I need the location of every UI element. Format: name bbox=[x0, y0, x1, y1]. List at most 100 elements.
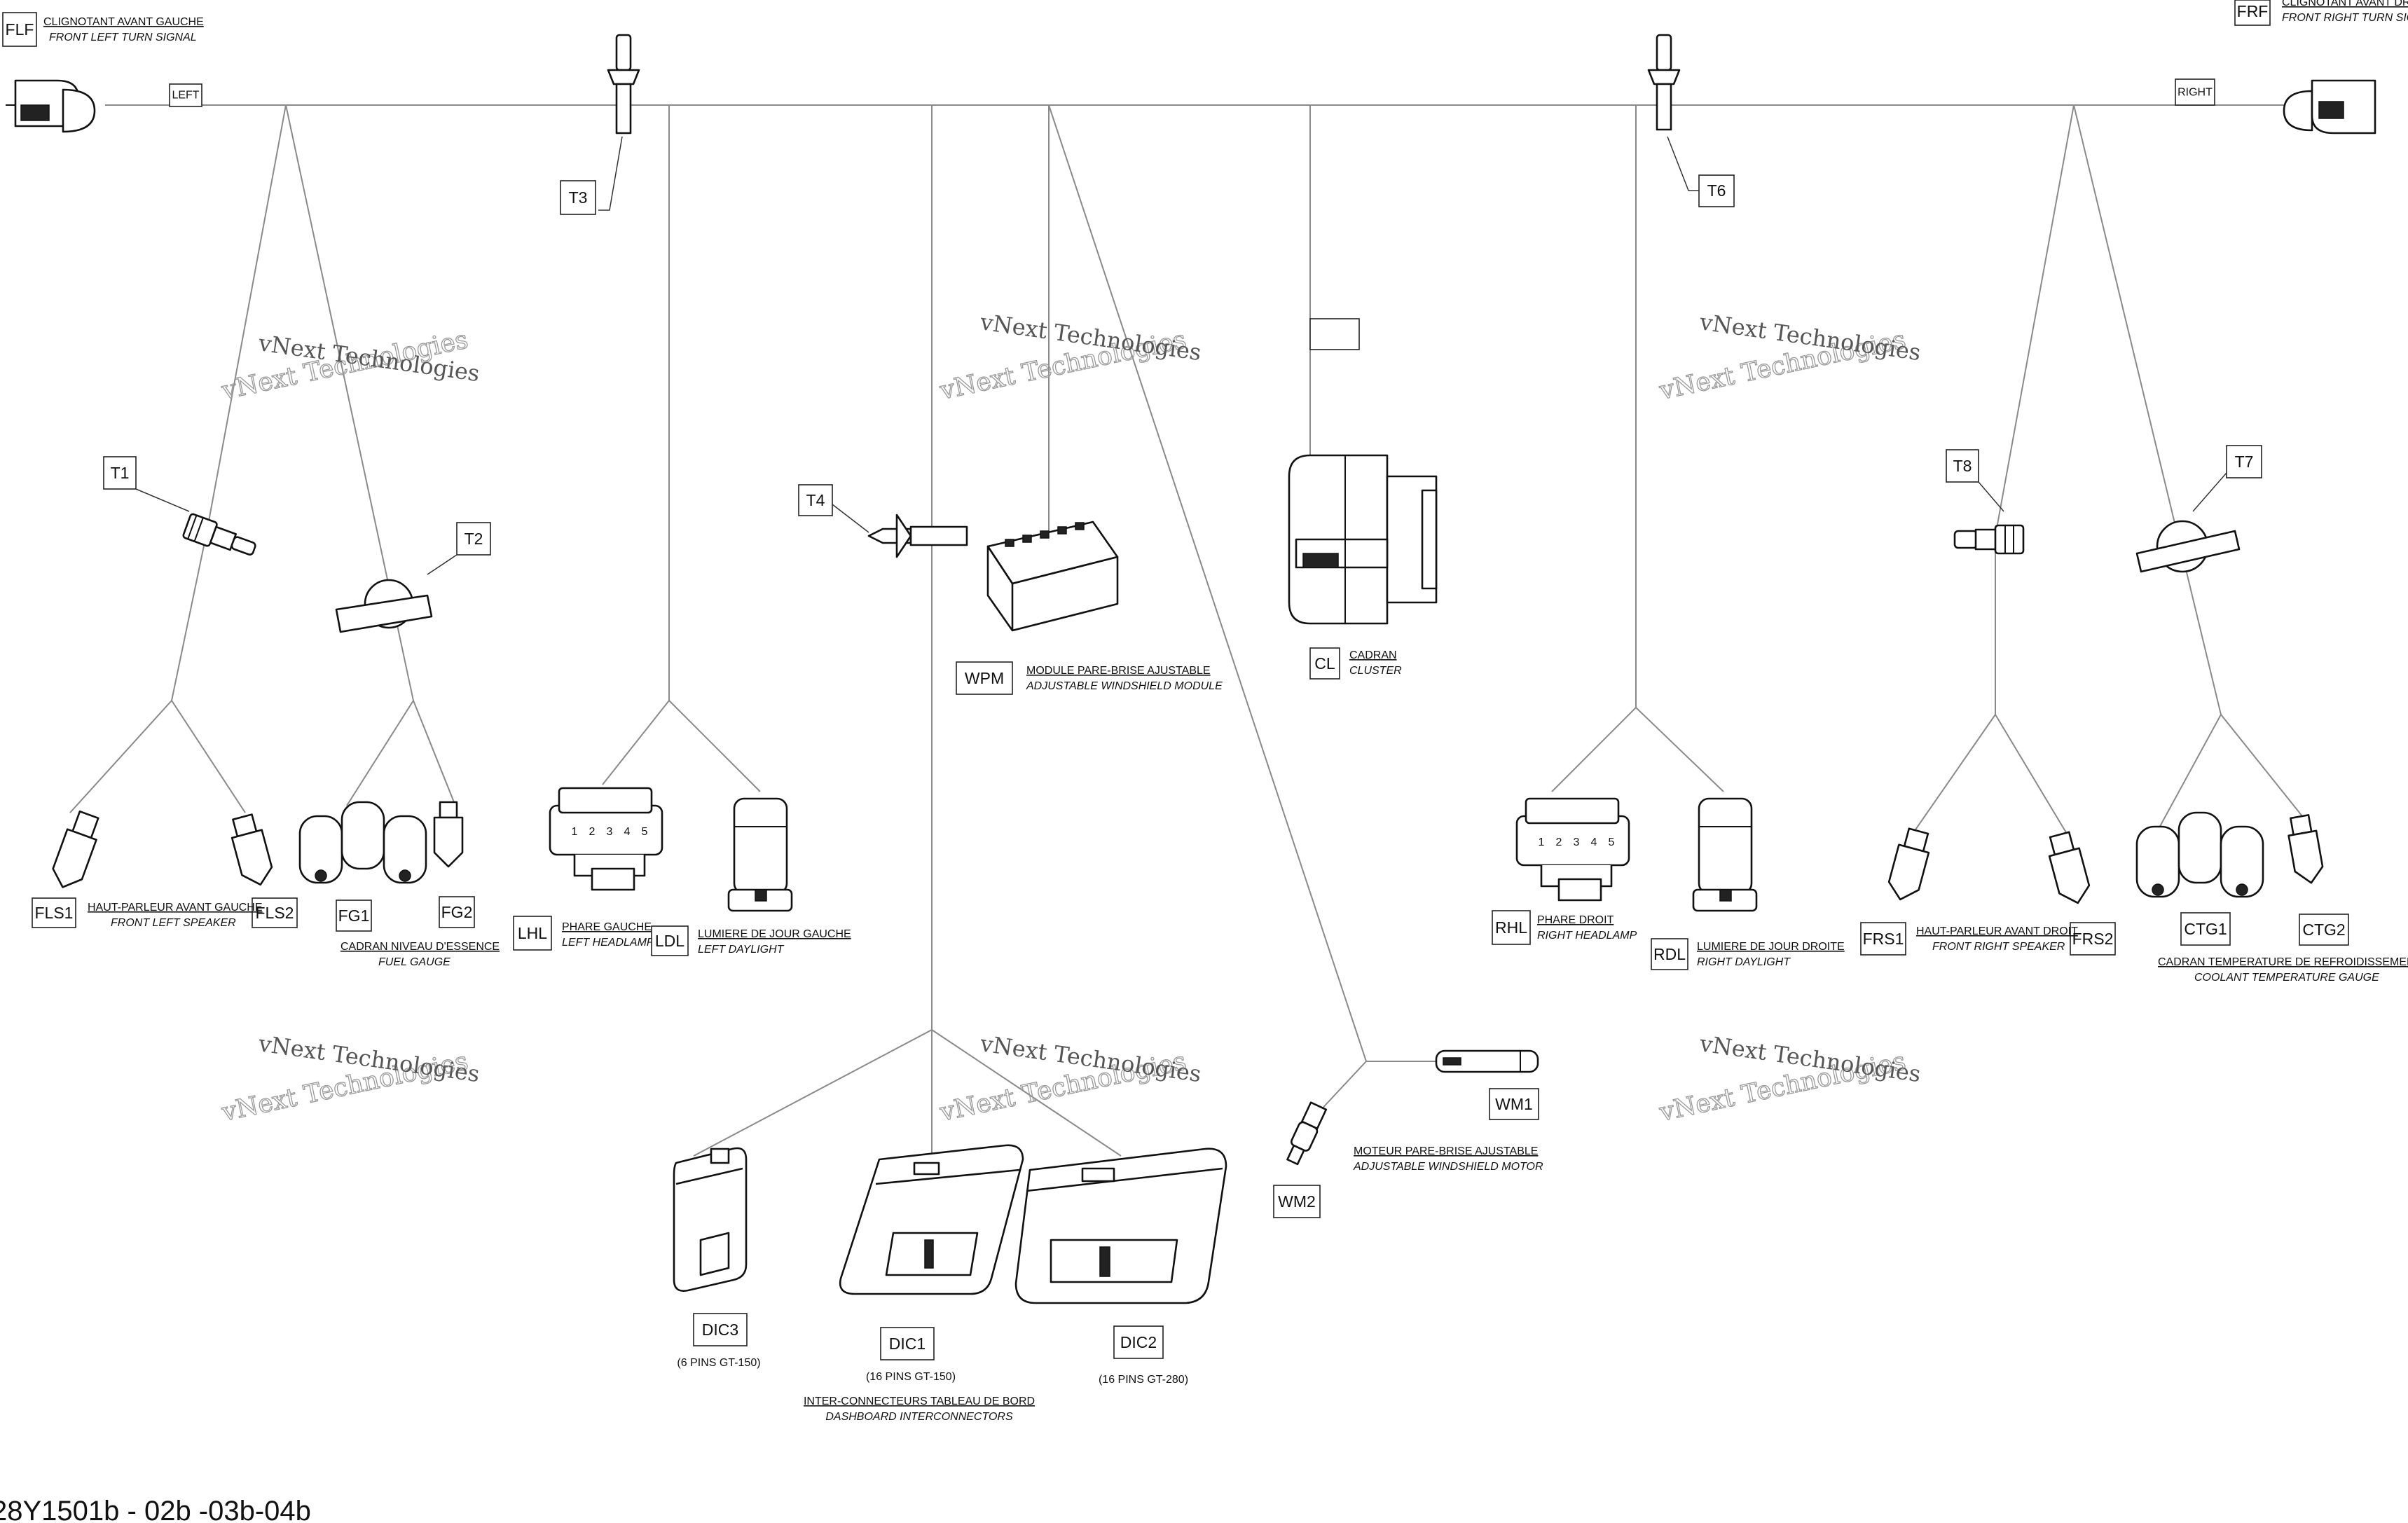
svg-text:4: 4 bbox=[624, 826, 631, 838]
butt-splice-icon bbox=[182, 513, 256, 556]
caption-FG: CADRAN NIVEAU D'ESSENCE FUEL GAUGE bbox=[340, 941, 500, 968]
svg-text:FRONT RIGHT TURN SIGNAL: FRONT RIGHT TURN SIGNAL bbox=[2282, 12, 2408, 24]
module-connector-icon bbox=[986, 521, 1119, 632]
terminal-T8[interactable]: T8 bbox=[1946, 449, 2025, 555]
ring-terminal-icon bbox=[867, 514, 968, 558]
svg-text:DIC1: DIC1 bbox=[889, 1335, 926, 1353]
watermarks: vNext Technologies vNext Technologies vN… bbox=[219, 308, 1922, 1128]
svg-text:CADRAN: CADRAN bbox=[1349, 649, 1397, 661]
svg-text:T4: T4 bbox=[806, 491, 825, 509]
headlamp-connector-icon: 1 2 3 4 5 bbox=[1515, 797, 1630, 902]
terminal-T4[interactable]: T4 bbox=[798, 484, 968, 558]
svg-text:WM2: WM2 bbox=[1278, 1192, 1316, 1211]
pin-labels: 1 2 3 4 5 bbox=[1539, 836, 1615, 848]
svg-text:MODULE PARE-BRISE AJUSTABLE: MODULE PARE-BRISE AJUSTABLE bbox=[1026, 665, 1211, 677]
motor-terminal-icon bbox=[1435, 1049, 1539, 1073]
svg-text:CADRAN NIVEAU D'ESSENCE: CADRAN NIVEAU D'ESSENCE bbox=[340, 941, 500, 953]
svg-text:FRONT RIGHT SPEAKER: FRONT RIGHT SPEAKER bbox=[1932, 941, 2065, 953]
headlamp-connector-icon: 1 2 3 4 5 bbox=[549, 787, 663, 891]
svg-text:HAUT-PARLEUR AVANT DROIT: HAUT-PARLEUR AVANT DROIT bbox=[1916, 925, 2078, 937]
ring-terminal-icon bbox=[1647, 34, 1681, 131]
connector-DIC3[interactable]: DIC3 (6 PINS GT-150) bbox=[673, 1147, 761, 1369]
svg-text:CLIGNOTANT AVANT DROIT: CLIGNOTANT AVANT DROIT bbox=[2282, 0, 2408, 8]
connector-FRF[interactable]: FRF CLIGNOTANT AVANT DROIT FRONT RIGHT T… bbox=[2234, 0, 2408, 135]
interconnector-6pin-icon bbox=[673, 1147, 748, 1292]
svg-text:(16 PINS GT-280): (16 PINS GT-280) bbox=[1099, 1374, 1188, 1386]
connector-WPM[interactable]: WPM MODULE PARE-BRISE AJUSTABLE ADJUSTAB… bbox=[956, 521, 1223, 695]
svg-text:3: 3 bbox=[1574, 836, 1580, 848]
terminal-T7[interactable]: T7 bbox=[2135, 445, 2262, 573]
svg-text:DIC2: DIC2 bbox=[1120, 1333, 1157, 1351]
svg-text:LUMIERE DE JOUR GAUCHE: LUMIERE DE JOUR GAUCHE bbox=[698, 928, 851, 940]
svg-text:PHARE DROIT: PHARE DROIT bbox=[1537, 914, 1614, 926]
svg-text:T7: T7 bbox=[2235, 453, 2254, 471]
connector-LHL[interactable]: 1 2 3 4 5 LHL PHARE GAUCHE LEFT HEADLAMP bbox=[513, 787, 663, 951]
svg-text:1: 1 bbox=[572, 826, 578, 838]
connector-FLS1[interactable]: FLS1 bbox=[32, 809, 104, 928]
svg-text:DIC3: DIC3 bbox=[702, 1321, 738, 1339]
spade-terminal-icon bbox=[231, 813, 273, 886]
connector-RDL[interactable]: RDL LUMIERE DE JOUR DROITE RIGHT DAYLIGH… bbox=[1651, 797, 1845, 970]
spade-terminal-icon bbox=[52, 810, 99, 888]
terminal-T6[interactable]: T6 bbox=[1647, 34, 1735, 207]
connector-FG1[interactable]: FG1 bbox=[298, 801, 427, 932]
svg-text:LEFT DAYLIGHT: LEFT DAYLIGHT bbox=[698, 944, 785, 956]
svg-text:RDL: RDL bbox=[1653, 945, 1686, 963]
connector-CL[interactable]: CL CADRAN CLUSTER bbox=[1288, 454, 1438, 680]
connector-FLF[interactable]: FLF CLIGNOTANT AVANT GAUCHE FRONT LEFT T… bbox=[2, 12, 204, 133]
svg-text:ADJUSTABLE WINDSHIELD MODULE: ADJUSTABLE WINDSHIELD MODULE bbox=[1026, 680, 1223, 692]
connector-DIC1[interactable]: DIC1 (16 PINS GT-150) bbox=[839, 1144, 1024, 1383]
svg-text:PHARE GAUCHE: PHARE GAUCHE bbox=[562, 921, 652, 933]
svg-text:FRS2: FRS2 bbox=[2072, 930, 2114, 948]
caption-FRS: HAUT-PARLEUR AVANT DROIT FRONT RIGHT SPE… bbox=[1916, 925, 2078, 953]
wire-label-left: LEFT bbox=[169, 83, 202, 107]
harness-wires bbox=[69, 70, 2306, 1157]
svg-text:FUEL GAUGE: FUEL GAUGE bbox=[378, 956, 450, 968]
svg-text:LEFT HEADLAMP: LEFT HEADLAMP bbox=[562, 937, 654, 949]
terminal-T1[interactable]: T1 bbox=[103, 456, 259, 562]
connector-LDL[interactable]: LDL LUMIERE DE JOUR GAUCHE LEFT DAYLIGHT bbox=[651, 797, 851, 956]
svg-text:FLS2: FLS2 bbox=[256, 904, 294, 922]
svg-text:3: 3 bbox=[607, 826, 613, 838]
svg-text:5: 5 bbox=[642, 826, 648, 838]
caption-FLS: HAUT-PARLEUR AVANT GAUCHE FRONT LEFT SPE… bbox=[88, 902, 263, 929]
svg-text:ADJUSTABLE WINDSHIELD MOTOR: ADJUSTABLE WINDSHIELD MOTOR bbox=[1353, 1161, 1543, 1173]
svg-text:RIGHT: RIGHT bbox=[2177, 87, 2213, 99]
terminal-T3[interactable]: T3 bbox=[560, 34, 640, 215]
svg-text:LDL: LDL bbox=[655, 932, 684, 950]
connector-FG2[interactable]: FG2 bbox=[433, 801, 475, 928]
terminal-T2[interactable]: T2 bbox=[335, 522, 491, 633]
daylight-connector-icon bbox=[727, 797, 793, 912]
caption-WM: MOTEUR PARE-BRISE AJUSTABLE ADJUSTABLE W… bbox=[1353, 1145, 1543, 1173]
spade-terminal-icon bbox=[433, 801, 464, 868]
svg-text:MOTEUR PARE-BRISE AJUSTABLE: MOTEUR PARE-BRISE AJUSTABLE bbox=[1354, 1145, 1538, 1157]
connector-DIC2[interactable]: DIC2 (16 PINS GT-280) bbox=[1014, 1148, 1227, 1386]
svg-text:CLIGNOTANT AVANT GAUCHE: CLIGNOTANT AVANT GAUCHE bbox=[43, 16, 204, 28]
svg-text:5: 5 bbox=[1609, 836, 1615, 848]
ring-lug-icon bbox=[335, 579, 433, 633]
gauge-connector-icon bbox=[298, 801, 427, 884]
connector-FRS2[interactable]: FRS2 bbox=[2044, 831, 2116, 956]
svg-text:FLF: FLF bbox=[6, 20, 34, 39]
connector-FRS1[interactable]: FRS1 bbox=[1860, 827, 1934, 956]
svg-text:FRS1: FRS1 bbox=[1863, 930, 1904, 948]
svg-text:RIGHT DAYLIGHT: RIGHT DAYLIGHT bbox=[1697, 956, 1791, 968]
butt-splice-icon bbox=[1953, 524, 2025, 555]
wire-label-right: RIGHT bbox=[2175, 78, 2215, 106]
connector-WM1[interactable]: WM1 bbox=[1435, 1049, 1539, 1120]
connector-RHL[interactable]: 1 2 3 4 5 RHL PHARE DROIT RIGHT HEADLAMP bbox=[1492, 797, 1637, 945]
spade-terminal-icon bbox=[1887, 827, 1930, 901]
turn-signal-connector-icon bbox=[6, 79, 96, 133]
svg-text:WPM: WPM bbox=[965, 669, 1004, 687]
svg-text:DASHBOARD INTERCONNECTORS: DASHBOARD INTERCONNECTORS bbox=[825, 1411, 1013, 1423]
svg-text:FLS1: FLS1 bbox=[35, 904, 74, 922]
connector-WM2[interactable]: WM2 bbox=[1273, 1101, 1328, 1218]
connector-CTG2[interactable]: CTG2 bbox=[2285, 814, 2349, 946]
interconnector-16pin-icon bbox=[839, 1144, 1024, 1295]
svg-text:FG1: FG1 bbox=[338, 907, 370, 925]
svg-text:2: 2 bbox=[589, 826, 596, 838]
connector-FLS2[interactable]: FLS2 bbox=[228, 813, 298, 928]
connector-CTG1[interactable]: CTG1 bbox=[2135, 811, 2264, 946]
svg-text:RHL: RHL bbox=[1495, 918, 1527, 937]
svg-text:CADRAN TEMPERATURE DE REFROIDI: CADRAN TEMPERATURE DE REFROIDISSEMENT bbox=[2158, 956, 2408, 968]
